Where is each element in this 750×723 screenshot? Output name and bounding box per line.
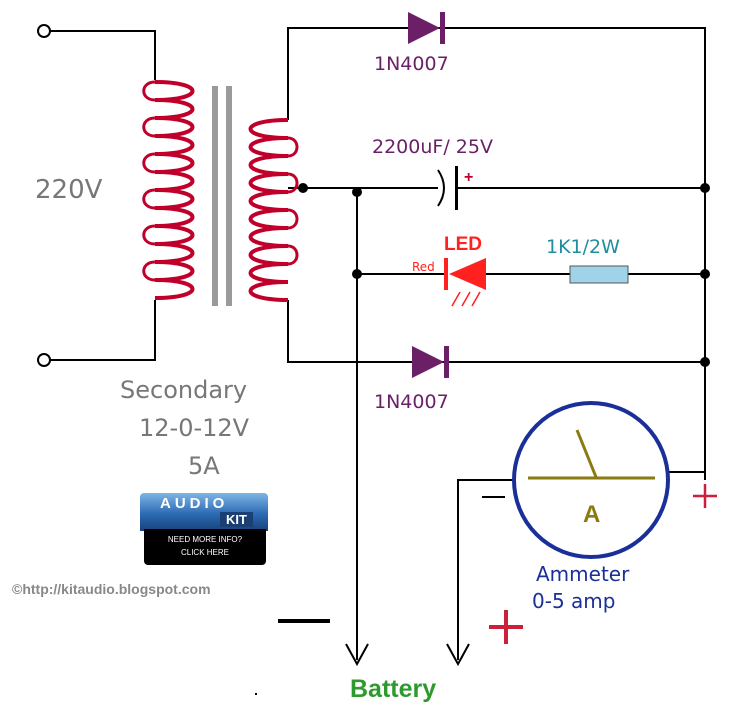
badge-line-1: NEED MORE INFO? <box>167 535 243 544</box>
junction-dot <box>352 187 362 197</box>
junction-dot <box>700 357 710 367</box>
mains-terminal-bottom <box>37 353 51 367</box>
badge-header: AUDIO KIT <box>140 493 268 531</box>
wires <box>50 27 706 660</box>
ammeter-plus-sign <box>693 484 717 508</box>
capacitor-label: 2200uF/ 25V <box>372 136 493 158</box>
ammeter-plus-lead <box>666 471 706 480</box>
junction-dot <box>700 269 710 279</box>
transformer-label-1: Secondary <box>120 376 247 404</box>
secondary-bottom-wire <box>287 300 705 363</box>
ammeter-label-1: Ammeter <box>536 562 630 586</box>
badge-title: AUDIO <box>160 495 229 512</box>
badge-line-2: CLICK HERE <box>180 548 229 557</box>
capacitor <box>437 166 458 210</box>
mains-voltage-label: 220V <box>35 175 103 205</box>
ammeter-symbol: A <box>583 501 600 528</box>
ammeter-minus-lead <box>457 479 514 660</box>
transformer-core <box>212 86 232 306</box>
transformer-label-2: 12-0-12V <box>139 414 250 442</box>
diode-top <box>408 12 445 44</box>
secondary-top-wire <box>287 27 706 480</box>
badge-info[interactable]: NEED MORE INFO? CLICK HERE <box>144 529 266 565</box>
transformer-label-3: 5A <box>188 452 220 480</box>
battery-positive-arrow <box>446 643 470 667</box>
primary-wire-top <box>50 30 156 80</box>
junction-dot <box>298 183 308 193</box>
stray-dot <box>255 693 257 695</box>
diode-bottom <box>412 346 449 378</box>
secondary-coil <box>248 118 299 302</box>
audio-kit-badge[interactable]: AUDIO KIT NEED MORE INFO? CLICK HERE <box>140 493 268 569</box>
battery-arrows <box>345 643 470 667</box>
resistor <box>569 265 629 284</box>
transformer <box>142 80 299 306</box>
terminals <box>37 24 710 367</box>
capacitor-polarity: + <box>464 169 473 186</box>
junction-dot <box>352 269 362 279</box>
led <box>444 258 486 307</box>
ammeter-needle <box>575 429 598 478</box>
primary-wire-bottom <box>50 300 156 361</box>
diode-bottom-label: 1N4007 <box>374 391 449 413</box>
led-color-label: Red <box>412 260 435 274</box>
battery-plus-sign <box>489 610 523 644</box>
diode-top-label: 1N4007 <box>374 53 449 75</box>
led-label: LED <box>444 234 482 255</box>
resistor-label: 1K1/2W <box>546 236 620 258</box>
ammeter <box>512 401 670 559</box>
junction-dot <box>700 183 710 193</box>
primary-coil <box>142 80 195 300</box>
ammeter-label-2: 0-5 amp <box>532 589 615 613</box>
battery-negative-arrow <box>345 643 369 667</box>
copyright-text[interactable]: ©http://kitaudio.blogspot.com <box>12 581 211 597</box>
mains-terminal-top <box>37 24 51 38</box>
battery-label: Battery <box>350 675 436 703</box>
battery-minus-bar <box>278 619 330 623</box>
badge-kit: KIT <box>220 512 253 527</box>
